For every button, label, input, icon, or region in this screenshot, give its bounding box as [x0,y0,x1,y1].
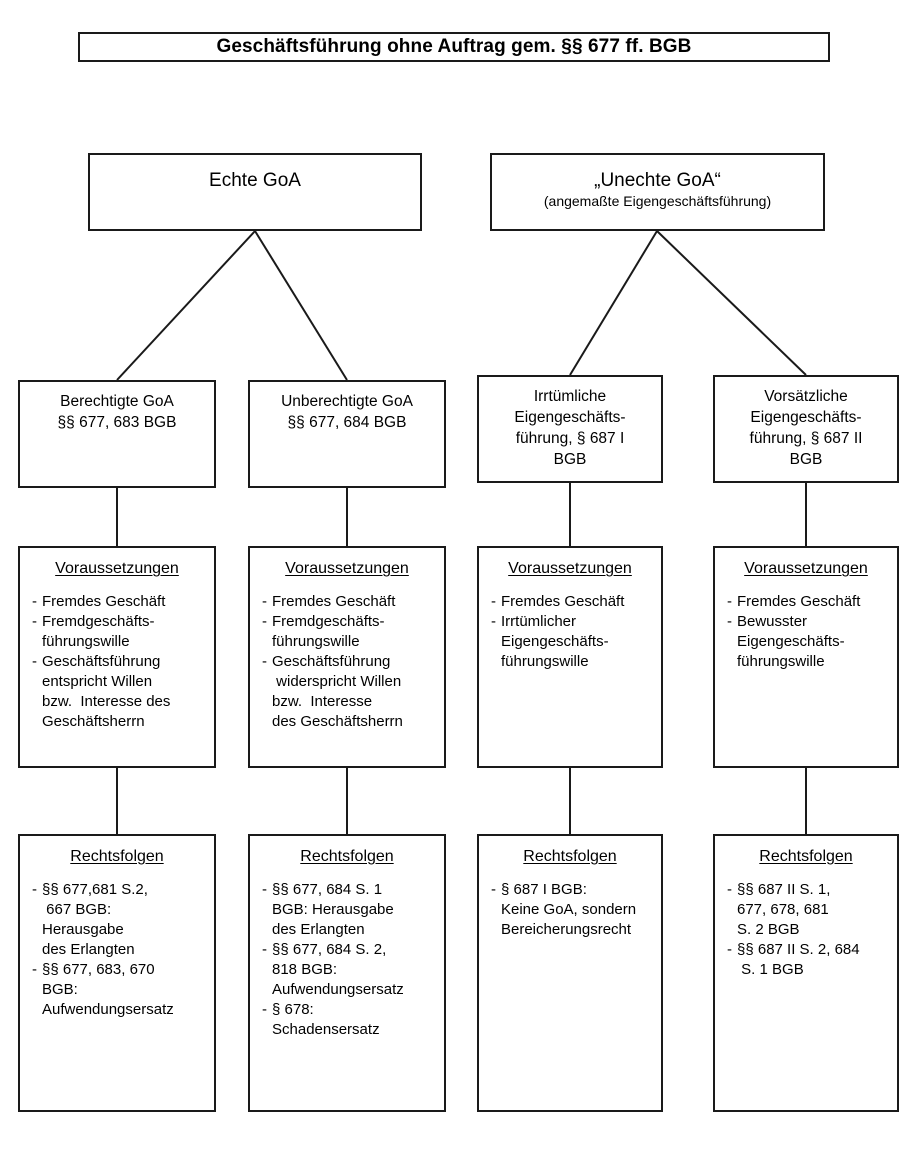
list-item-text: Fremdgeschäfts- führungswille [42,612,155,650]
list-item: -Fremdes Geschäft [491,592,651,612]
bullet-marker: - [727,612,732,630]
list-item-text: §§ 677, 684 S. 1 BGB: Herausgabe des Erl… [272,881,394,938]
bullet-marker: - [32,881,37,898]
bullet-marker: - [32,652,37,670]
voraussetzungen-list: -Fremdes Geschäft-Fremdgeschäfts- führun… [260,592,434,732]
rechtsfolgen-list: -§§ 677, 684 S. 1 BGB: Herausgabe des Er… [260,880,434,1040]
list-item-text: Fremdgeschäfts- führungswille [272,612,385,650]
node-vorsaetzliche-label: Vorsätzliche Eigengeschäfts- führung, § … [749,388,863,468]
node-voraussetzungen-unberechtigte[interactable]: Voraussetzungen -Fremdes Geschäft-Fremdg… [248,546,446,768]
node-berechtigte-goa-label: Berechtigte GoA §§ 677, 683 BGB [57,393,177,431]
list-item-text: Bewusster Eigengeschäfts- führungswille [737,612,845,670]
list-item: -§§ 687 II S. 2, 684 S. 1 BGB [727,940,887,980]
node-rechtsfolgen-vorsaetzliche[interactable]: Rechtsfolgen -§§ 687 II S. 1, 677, 678, … [713,834,899,1112]
bullet-marker: - [32,612,37,630]
bullet-marker: - [262,1000,267,1018]
list-item: -§§ 687 II S. 1, 677, 678, 681 S. 2 BGB [727,880,887,940]
node-echte-goa-title: Echte GoA [209,170,301,191]
node-berechtigte-goa[interactable]: Berechtigte GoA §§ 677, 683 BGB [18,380,216,488]
node-unechte-goa-subtitle: (angemaßte Eigengeschäftsführung) [543,192,772,209]
list-item-text: §§ 677, 683, 670 BGB: Aufwendungsersatz [42,960,174,1018]
page-title: Geschäftsführung ohne Auftrag gem. §§ 67… [216,36,692,57]
connector-echte-to-unberechtigte [254,230,348,381]
list-item: -Bewusster Eigengeschäfts- führungswille [727,612,887,672]
list-item: -Geschäftsführung entspricht Willen bzw.… [32,652,204,732]
bullet-marker: - [262,940,267,958]
rechtsfolgen-list: -§§ 677,681 S.2, 667 BGB: Herausgabe des… [30,880,204,1020]
rechtsfolgen-list: -§ 687 I BGB: Keine GoA, sondern Bereich… [489,880,651,940]
node-voraussetzungen-irrtuemliche[interactable]: Voraussetzungen -Fremdes Geschäft-Irrtüm… [477,546,663,768]
connector-unechte-to-vorsaetzliche [656,230,807,376]
bullet-marker: - [262,593,267,610]
diagram-title-box: Geschäftsführung ohne Auftrag gem. §§ 67… [78,32,830,62]
bullet-marker: - [262,881,267,898]
node-rechtsfolgen-irrtuemliche[interactable]: Rechtsfolgen -§ 687 I BGB: Keine GoA, so… [477,834,663,1112]
bullet-marker: - [262,652,267,670]
connector-unechte-to-irrtuemliche [569,230,658,376]
node-unechte-goa[interactable]: „Unechte GoA“ (angemaßte Eigengeschäftsf… [490,153,825,231]
section-heading-voraussetzungen: Voraussetzungen [508,560,632,577]
section-heading-rechtsfolgen: Rechtsfolgen [523,848,617,865]
section-heading-rechtsfolgen: Rechtsfolgen [759,848,853,865]
node-unberechtigte-goa-label: Unberechtigte GoA §§ 677, 684 BGB [281,393,413,431]
list-item: -Fremdes Geschäft [262,592,434,612]
node-echte-goa[interactable]: Echte GoA [88,153,422,231]
bullet-marker: - [727,881,732,898]
list-item: -Fremdes Geschäft [32,592,204,612]
bullet-marker: - [491,593,496,610]
voraussetzungen-list: -Fremdes Geschäft-Irrtümlicher Eigengesc… [489,592,651,672]
node-unberechtigte-goa[interactable]: Unberechtigte GoA §§ 677, 684 BGB [248,380,446,488]
section-heading-rechtsfolgen: Rechtsfolgen [300,848,394,865]
list-item: -§§ 677, 683, 670 BGB: Aufwendungsersatz [32,960,204,1020]
list-item: -§§ 677, 684 S. 1 BGB: Herausgabe des Er… [262,880,434,940]
node-unechte-goa-title: „Unechte GoA“ [594,170,721,191]
list-item: -Geschäftsführung widerspricht Willen bz… [262,652,434,732]
list-item: -§§ 677, 684 S. 2, 818 BGB: Aufwendungse… [262,940,434,1000]
section-heading-voraussetzungen: Voraussetzungen [285,560,409,577]
node-rechtsfolgen-berechtigte[interactable]: Rechtsfolgen -§§ 677,681 S.2, 667 BGB: H… [18,834,216,1112]
section-heading-voraussetzungen: Voraussetzungen [55,560,179,577]
list-item: -§§ 677,681 S.2, 667 BGB: Herausgabe des… [32,880,204,960]
node-vorsaetzliche-eigengeschaeftsfuehrung[interactable]: Vorsätzliche Eigengeschäfts- führung, § … [713,375,899,483]
section-heading-rechtsfolgen: Rechtsfolgen [70,848,164,865]
voraussetzungen-list: -Fremdes Geschäft-Bewusster Eigengeschäf… [725,592,887,672]
list-item-text: Fremdes Geschäft [501,593,625,610]
list-item: -Fremdes Geschäft [727,592,887,612]
list-item-text: §§ 677,681 S.2, 667 BGB: Herausgabe des … [42,881,148,958]
node-irrtuemliche-label: Irrtümliche Eigengeschäfts- führung, § 6… [514,388,626,468]
node-voraussetzungen-vorsaetzliche[interactable]: Voraussetzungen -Fremdes Geschäft-Bewuss… [713,546,899,768]
list-item: -Fremdgeschäfts- führungswille [262,612,434,652]
list-item-text: §§ 687 II S. 1, 677, 678, 681 S. 2 BGB [737,881,831,938]
section-heading-voraussetzungen: Voraussetzungen [744,560,868,577]
bullet-marker: - [262,612,267,630]
list-item: -Irrtümlicher Eigengeschäfts- führungswi… [491,612,651,672]
list-item-text: Fremdes Geschäft [42,593,166,610]
connector-echte-to-berechtigte [116,230,256,381]
list-item: -Fremdgeschäfts- führungswille [32,612,204,652]
bullet-marker: - [32,593,37,610]
list-item-text: Geschäftsführung widerspricht Willen bzw… [272,652,403,730]
list-item-text: Fremdes Geschäft [737,593,861,610]
bullet-marker: - [491,612,496,630]
list-item-text: Geschäftsführung entspricht Willen bzw. … [42,652,171,730]
list-item-text: Irrtümlicher Eigengeschäfts- führungswil… [501,612,609,670]
rechtsfolgen-list: -§§ 687 II S. 1, 677, 678, 681 S. 2 BGB-… [725,880,887,980]
bullet-marker: - [727,940,732,958]
list-item-text: § 678: Schadensersatz [272,1000,380,1038]
list-item-text: §§ 687 II S. 2, 684 S. 1 BGB [737,940,860,978]
node-voraussetzungen-berechtigte[interactable]: Voraussetzungen -Fremdes Geschäft-Fremdg… [18,546,216,768]
list-item: -§ 687 I BGB: Keine GoA, sondern Bereich… [491,880,651,940]
node-irrtuemliche-eigengeschaeftsfuehrung[interactable]: Irrtümliche Eigengeschäfts- führung, § 6… [477,375,663,483]
list-item-text: §§ 677, 684 S. 2, 818 BGB: Aufwendungser… [272,940,404,998]
node-rechtsfolgen-unberechtigte[interactable]: Rechtsfolgen -§§ 677, 684 S. 1 BGB: Hera… [248,834,446,1112]
list-item: -§ 678: Schadensersatz [262,1000,434,1040]
bullet-marker: - [491,881,496,898]
bullet-marker: - [727,593,732,610]
voraussetzungen-list: -Fremdes Geschäft-Fremdgeschäfts- führun… [30,592,204,732]
list-item-text: Fremdes Geschäft [272,593,396,610]
list-item-text: § 687 I BGB: Keine GoA, sondern Bereiche… [501,881,637,938]
bullet-marker: - [32,960,37,978]
